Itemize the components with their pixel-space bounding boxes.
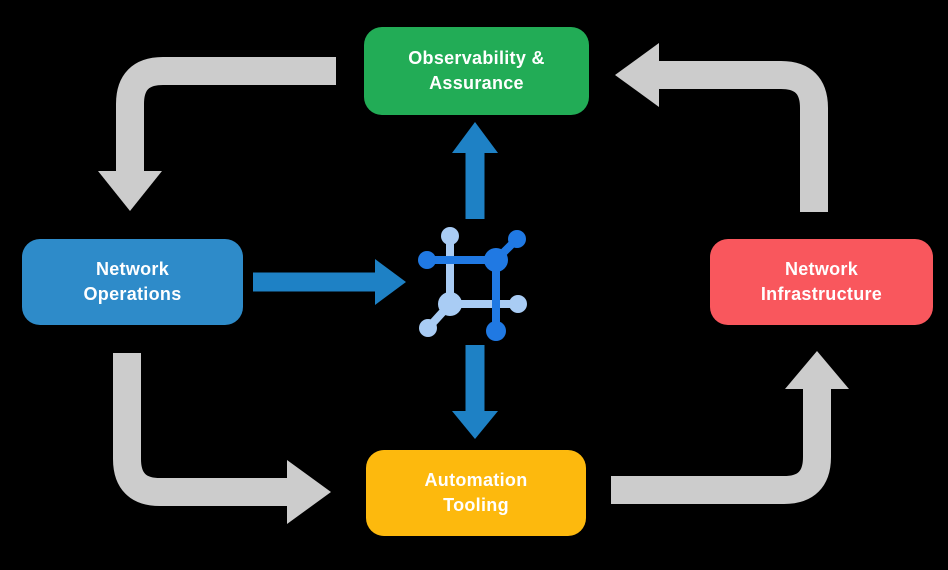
cycle-arrow-infrastructure-to-observability (615, 43, 828, 212)
node-box-automation-tooling (366, 450, 586, 536)
node-box-network-operations (22, 239, 243, 325)
cycle-arrow-operations-to-automation (113, 353, 331, 524)
cycle-arrow-head-down-icon (98, 171, 162, 211)
cycle-arrow-shaft (659, 61, 828, 212)
flow-arrow-head-down-icon (452, 411, 498, 439)
node-box-network-infrastructure (710, 239, 933, 325)
flow-arrow-center-to-automation (452, 345, 498, 439)
cycle-arrow-automation-to-infrastructure (611, 351, 849, 504)
flow-arrow-center-to-observability (452, 122, 498, 219)
flow-arrow-head-right-icon (375, 259, 406, 305)
icon-dark-hub-node (484, 248, 508, 272)
cycle-arrow-head-right-icon (287, 460, 331, 524)
node-box-observability-assurance (364, 27, 589, 115)
cycle-arrow-head-up-icon (785, 351, 849, 389)
icon-light-hub-node (438, 292, 462, 316)
cycle-arrow-head-left-icon (615, 43, 659, 107)
icon-dark-node-top-right (508, 230, 526, 248)
flow-arrow-operations-to-center (253, 259, 406, 305)
cycle-arrow-shaft (113, 353, 288, 506)
icon-dark-node-bottom (486, 321, 506, 341)
flow-arrow-head-up-icon (452, 122, 498, 153)
icon-light-node-right (509, 295, 527, 313)
cycle-arrow-shaft (611, 389, 831, 504)
cycle-arrow-shaft (116, 57, 336, 172)
cycle-arrow-observability-to-operations (98, 57, 336, 211)
icon-light-node-bottom-left (419, 319, 437, 337)
network-mesh-icon (418, 227, 527, 341)
icon-dark-node-left (418, 251, 436, 269)
icon-light-node-top (441, 227, 459, 245)
